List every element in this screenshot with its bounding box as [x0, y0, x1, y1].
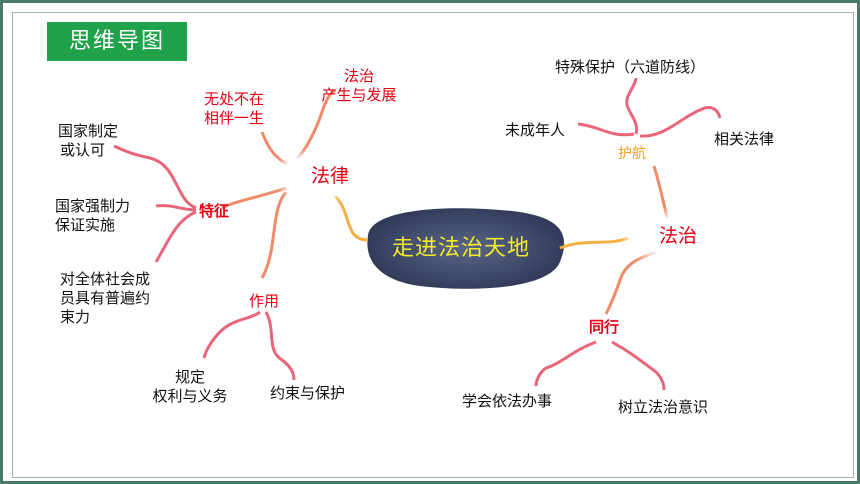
- branch-law-everywhere: [260, 131, 291, 167]
- together-item: 学会依法办事: [462, 392, 553, 410]
- role-item: 约束与保护: [270, 384, 346, 402]
- law-everywhere: 无处不在 相伴一生: [204, 90, 265, 127]
- law-label: 法律: [311, 165, 350, 187]
- escort-minors: 未成年人: [505, 121, 566, 139]
- together-label: 同行: [589, 318, 620, 336]
- law-origin: 法治 产生与发展: [321, 67, 397, 104]
- slide-inner-border: [12, 12, 854, 478]
- branch-roles-2: [264, 311, 296, 381]
- branch-escort-laws: [639, 106, 722, 138]
- branch-rule-together: [604, 248, 661, 315]
- roles-label: 作用: [249, 292, 280, 310]
- branch-features-2: [155, 204, 197, 212]
- branch-center-rule: [559, 236, 629, 250]
- branch-law-roles: [260, 191, 288, 279]
- escort-special: 特殊保护（六道防线）: [555, 58, 706, 76]
- branch-escort-special: [625, 77, 639, 135]
- together-item: 树立法治意识: [618, 398, 709, 416]
- rule-bubble: [630, 218, 730, 252]
- branch-law-features: [221, 186, 287, 210]
- feature-item: 国家制定 或认可: [58, 122, 119, 159]
- branch-features-1: [113, 144, 197, 210]
- center-topic: 走进法治天地: [391, 236, 530, 261]
- role-item: 规定 权利与义务: [152, 368, 228, 405]
- law-bubble: [283, 158, 379, 192]
- rule-of-law-label: 法治: [659, 225, 698, 247]
- branch-roles-1: [202, 310, 261, 359]
- features-label: 特征: [199, 202, 230, 220]
- escort-label: 护航: [618, 146, 646, 162]
- escort-laws: 相关法律: [714, 130, 775, 148]
- feature-item: 对全体社会成 员具有普遍约 束力: [60, 270, 151, 326]
- page-title: 思维导图: [47, 22, 187, 61]
- branch-escort-minors: [577, 122, 635, 137]
- branch-together-1: [534, 340, 597, 387]
- branch-features-3: [154, 210, 197, 263]
- center-blob: [367, 208, 565, 289]
- branch-law-origin: [294, 88, 337, 162]
- branch-rule-escort: [652, 165, 670, 223]
- branch-together-2: [611, 340, 666, 391]
- feature-item: 国家强制力 保证实施: [55, 197, 131, 234]
- branch-center-law: [334, 195, 369, 242]
